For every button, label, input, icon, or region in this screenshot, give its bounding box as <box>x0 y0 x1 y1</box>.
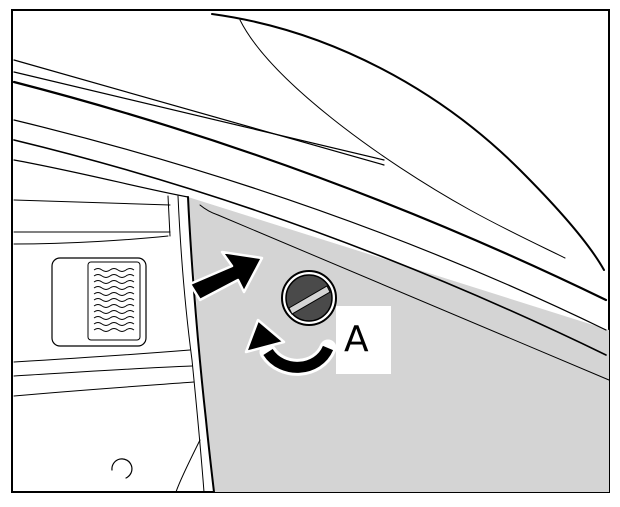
dash-vertical-1 <box>167 195 171 237</box>
trim-panel-inner-edge <box>199 204 219 216</box>
windshield-edge-inner <box>239 19 566 259</box>
pillar-line-4 <box>13 119 607 331</box>
pillar-line-6 <box>13 159 189 198</box>
windshield-edge-outer <box>211 13 605 271</box>
dash-line-3 <box>13 235 169 245</box>
mounting-hole <box>111 458 133 479</box>
pillar-line-2 <box>13 71 385 161</box>
pillar-line-3 <box>12 80 608 302</box>
screw-cap-icon <box>281 270 337 326</box>
pillar-line-5 <box>13 139 607 356</box>
dash-vertical-2 <box>177 195 205 493</box>
arrow-icon <box>188 250 264 302</box>
dash-lower-line-3 <box>13 381 195 397</box>
dash-lower-line-2 <box>13 365 193 377</box>
trim-panel-edge <box>187 196 215 493</box>
dash-lower-curve <box>175 439 201 493</box>
trim-panel-top-line <box>217 214 610 381</box>
rotate-counterclockwise-icon <box>244 318 337 376</box>
callout-label-a: A <box>336 306 391 374</box>
dash-lower-line-1 <box>13 349 191 363</box>
trim-panel <box>188 197 609 492</box>
speaker-grille <box>93 268 135 332</box>
dash-line-1 <box>13 199 171 206</box>
pillar-line-1 <box>13 59 385 166</box>
